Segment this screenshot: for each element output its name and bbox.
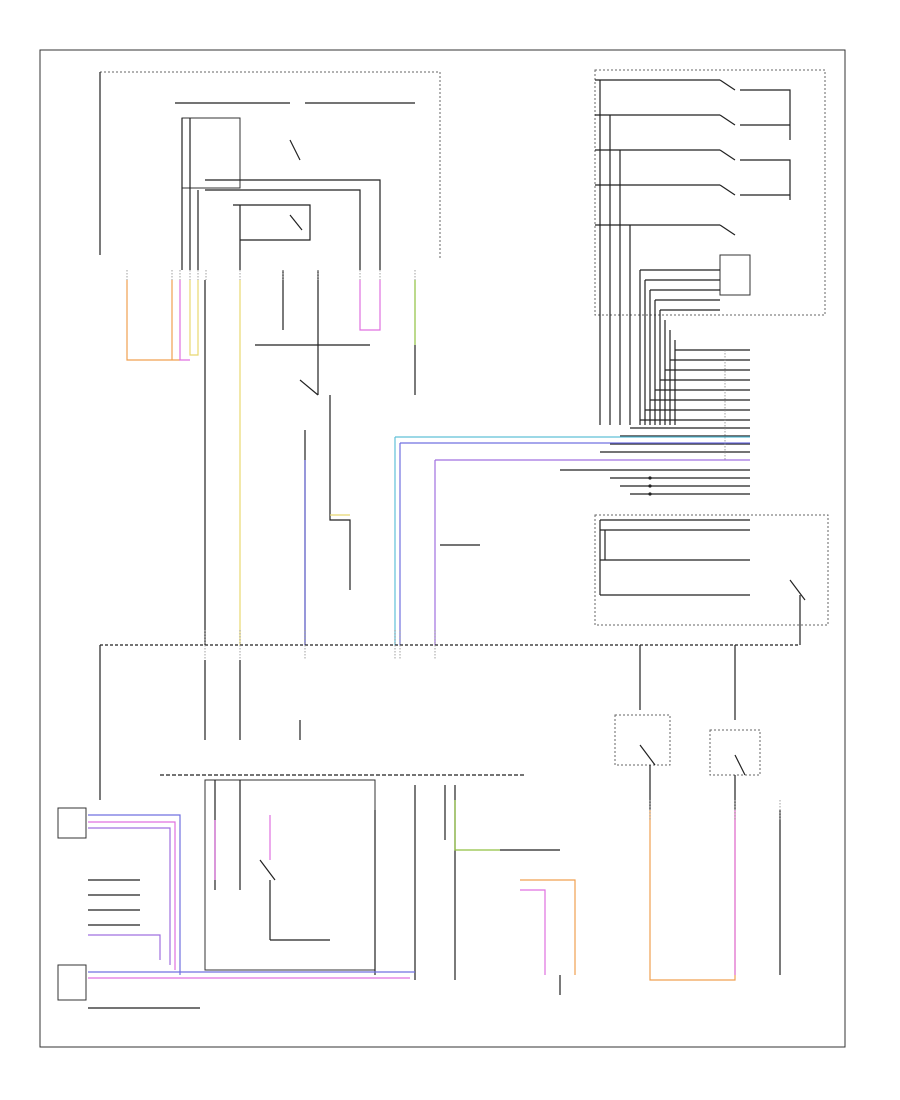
- hazard-switch-module: [594, 69, 826, 316]
- top-left-switch-group: [99, 71, 441, 396]
- relay-box-2: [709, 729, 761, 776]
- top-connector-row: [126, 270, 416, 280]
- main-harness: [99, 280, 800, 800]
- switch-contact-1: [289, 139, 301, 161]
- fuse-box-top: [181, 117, 241, 189]
- right-lower-module: [594, 514, 829, 645]
- switch-contact-2: [289, 214, 303, 231]
- bottom-group: [57, 645, 781, 1009]
- diagram-frame: [39, 49, 846, 1048]
- top-right-module-group: [395, 69, 826, 496]
- front-sensor-box: [57, 807, 87, 839]
- rain-sensor-box: [57, 964, 87, 1001]
- bottom-center-box: [204, 779, 376, 971]
- relay-box-1: [614, 714, 671, 766]
